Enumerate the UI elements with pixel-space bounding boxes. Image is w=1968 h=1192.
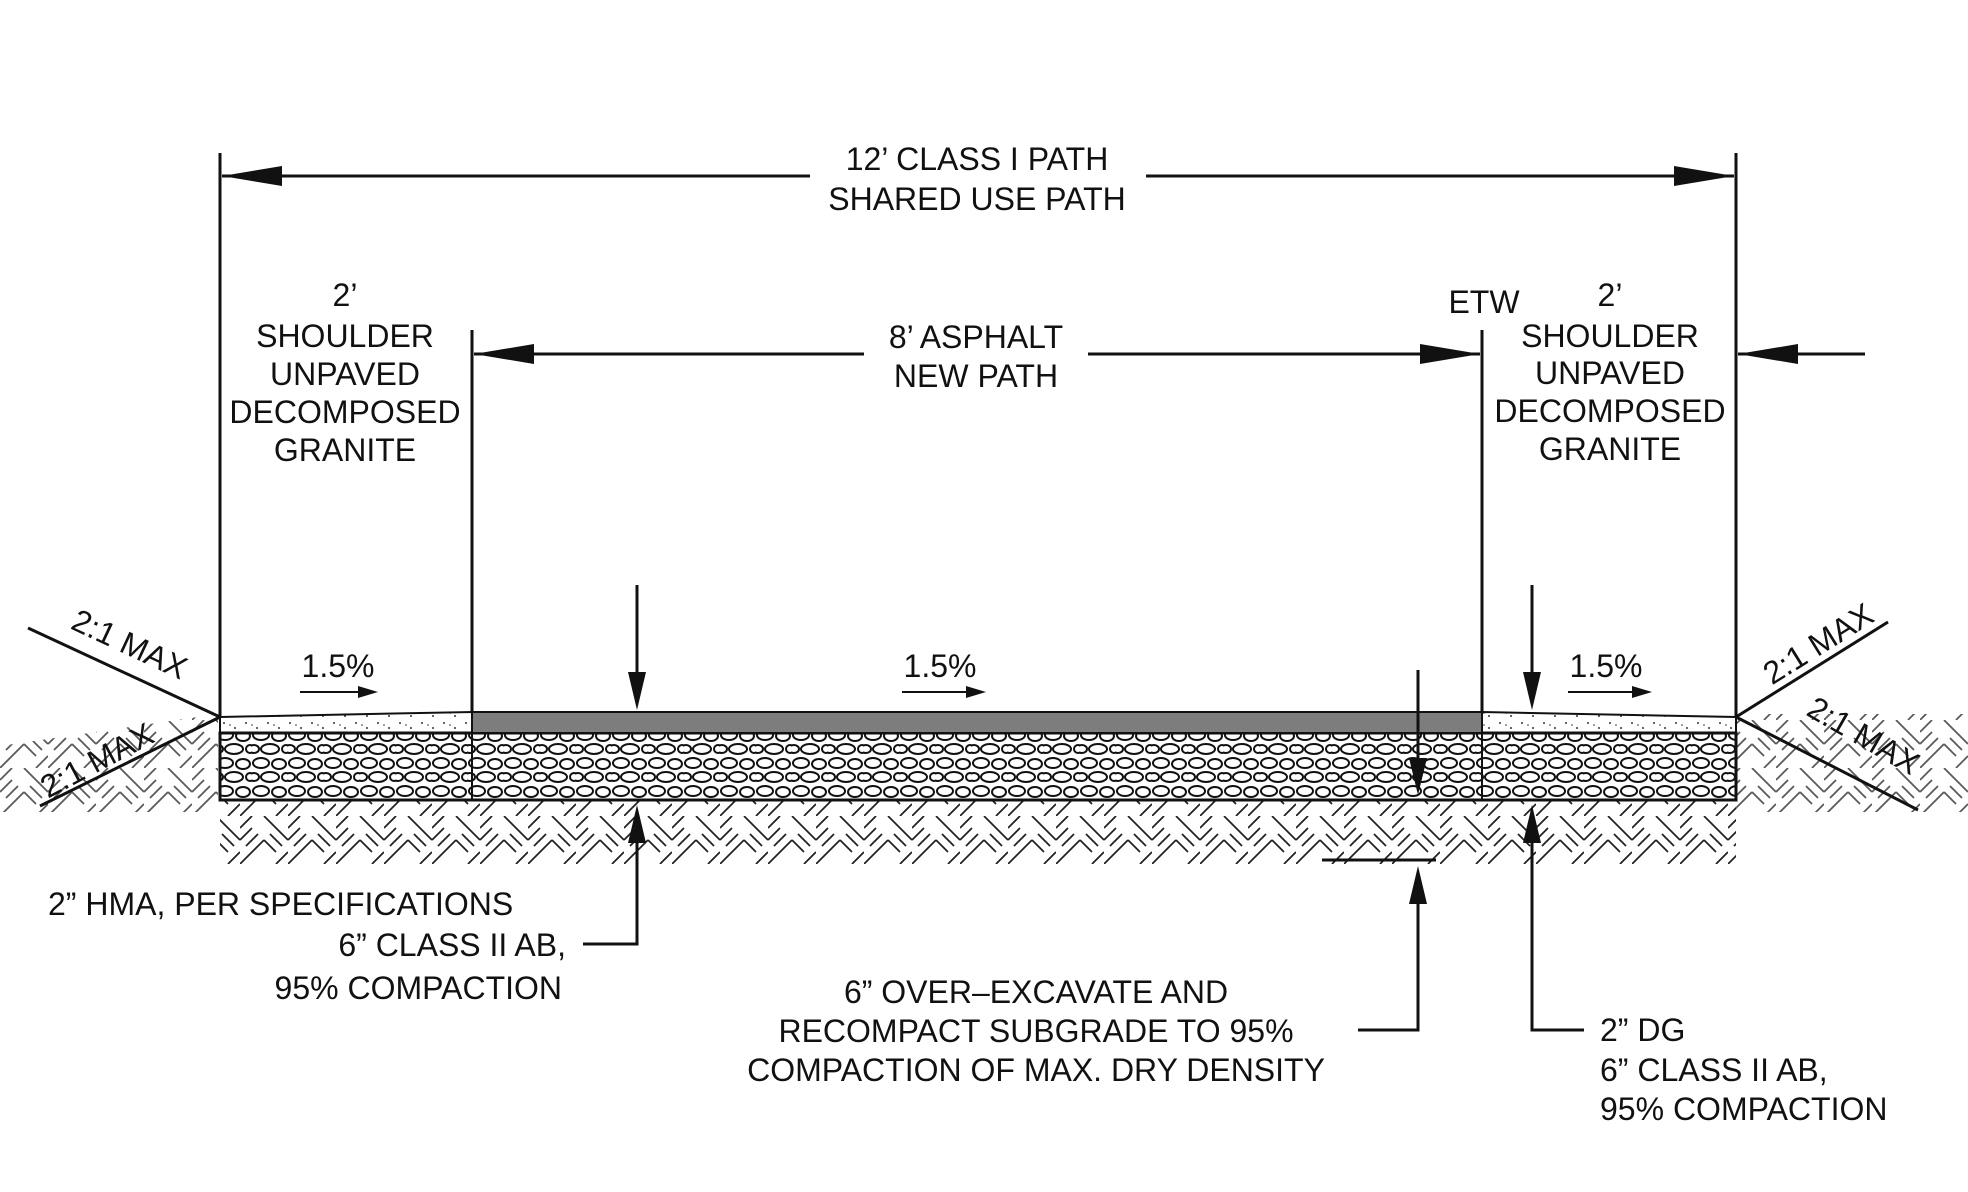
hma-thickness-arrow-down [628, 585, 646, 710]
overall-dimension-label-line1: 12’ CLASS I PATH [846, 141, 1109, 177]
right-shoulder-line5: GRANITE [1539, 431, 1681, 467]
right-shoulder-line2: SHOULDER [1521, 318, 1699, 354]
left-shoulder-width: 2’ [333, 277, 358, 313]
left-shoulder-slope-arrow [300, 686, 378, 698]
left-dg-shoulder-surface [219, 710, 473, 734]
right-shoulder-line3: UNPAVED [1535, 355, 1685, 391]
ab-callout-line2: 95% COMPACTION [275, 970, 562, 1006]
path-slope-arrow [902, 686, 986, 698]
asphalt-surface [471, 711, 1483, 734]
overexcavation-dimension [1322, 670, 1436, 1032]
ab-callout-line1: 6” CLASS II AB, [338, 927, 566, 963]
subgrade-callout-line1: 6” OVER–EXCAVATE AND [844, 974, 1228, 1010]
left-shoulder-line4: DECOMPOSED [229, 394, 460, 430]
hma-callout: 2” HMA, PER SPECIFICATIONS [48, 886, 513, 922]
base-course-gravel [218, 731, 1738, 802]
right-upper-slope-label: 2:1 MAX [1757, 596, 1880, 692]
asphalt-dimension-label-line2: NEW PATH [894, 358, 1058, 394]
dg-callout-line2: 6” CLASS II AB, [1600, 1052, 1828, 1088]
etw-label: ETW [1448, 284, 1520, 320]
right-shoulder-dimension-pointer [1738, 344, 1865, 364]
dg-callout-line3: 95% COMPACTION [1600, 1091, 1887, 1127]
ab-leader-arrow-up [583, 805, 646, 946]
dg-thickness-arrow-down [1523, 585, 1541, 710]
dg-leader-arrow-up [1523, 805, 1584, 1032]
subgrade-hatch [0, 714, 1968, 864]
right-side-slopes [1735, 620, 1919, 812]
asphalt-dimension-line [474, 344, 1480, 364]
right-shoulder-width: 2’ [1598, 277, 1623, 313]
left-shoulder-line3: UNPAVED [270, 356, 420, 392]
subgrade-callout-line3: COMPACTION OF MAX. DRY DENSITY [747, 1052, 1325, 1088]
left-shoulder-slope-label: 1.5% [302, 648, 375, 684]
path-slope-label: 1.5% [904, 648, 977, 684]
overall-dimension-label-line2: SHARED USE PATH [828, 181, 1126, 217]
right-shoulder-line4: DECOMPOSED [1494, 393, 1725, 429]
right-dg-shoulder-surface [1481, 710, 1737, 734]
overall-dimension-line [222, 166, 1734, 186]
right-shoulder-slope-arrow [1568, 686, 1652, 698]
subgrade-callout-line2: RECOMPACT SUBGRADE TO 95% [778, 1013, 1293, 1049]
dg-callout-line1: 2” DG [1600, 1012, 1685, 1048]
right-shoulder-slope-label: 1.5% [1570, 648, 1643, 684]
left-side-slopes [27, 626, 221, 808]
asphalt-dimension-label-line1: 8’ ASPHALT [889, 319, 1063, 355]
right-shoulder-label: 2’ SHOULDER UNPAVED DECOMPOSED GRANITE [1494, 277, 1725, 467]
left-shoulder-line2: SHOULDER [256, 318, 434, 354]
left-shoulder-label: 2’ SHOULDER UNPAVED DECOMPOSED GRANITE [229, 277, 460, 468]
left-shoulder-line5: GRANITE [274, 432, 416, 468]
